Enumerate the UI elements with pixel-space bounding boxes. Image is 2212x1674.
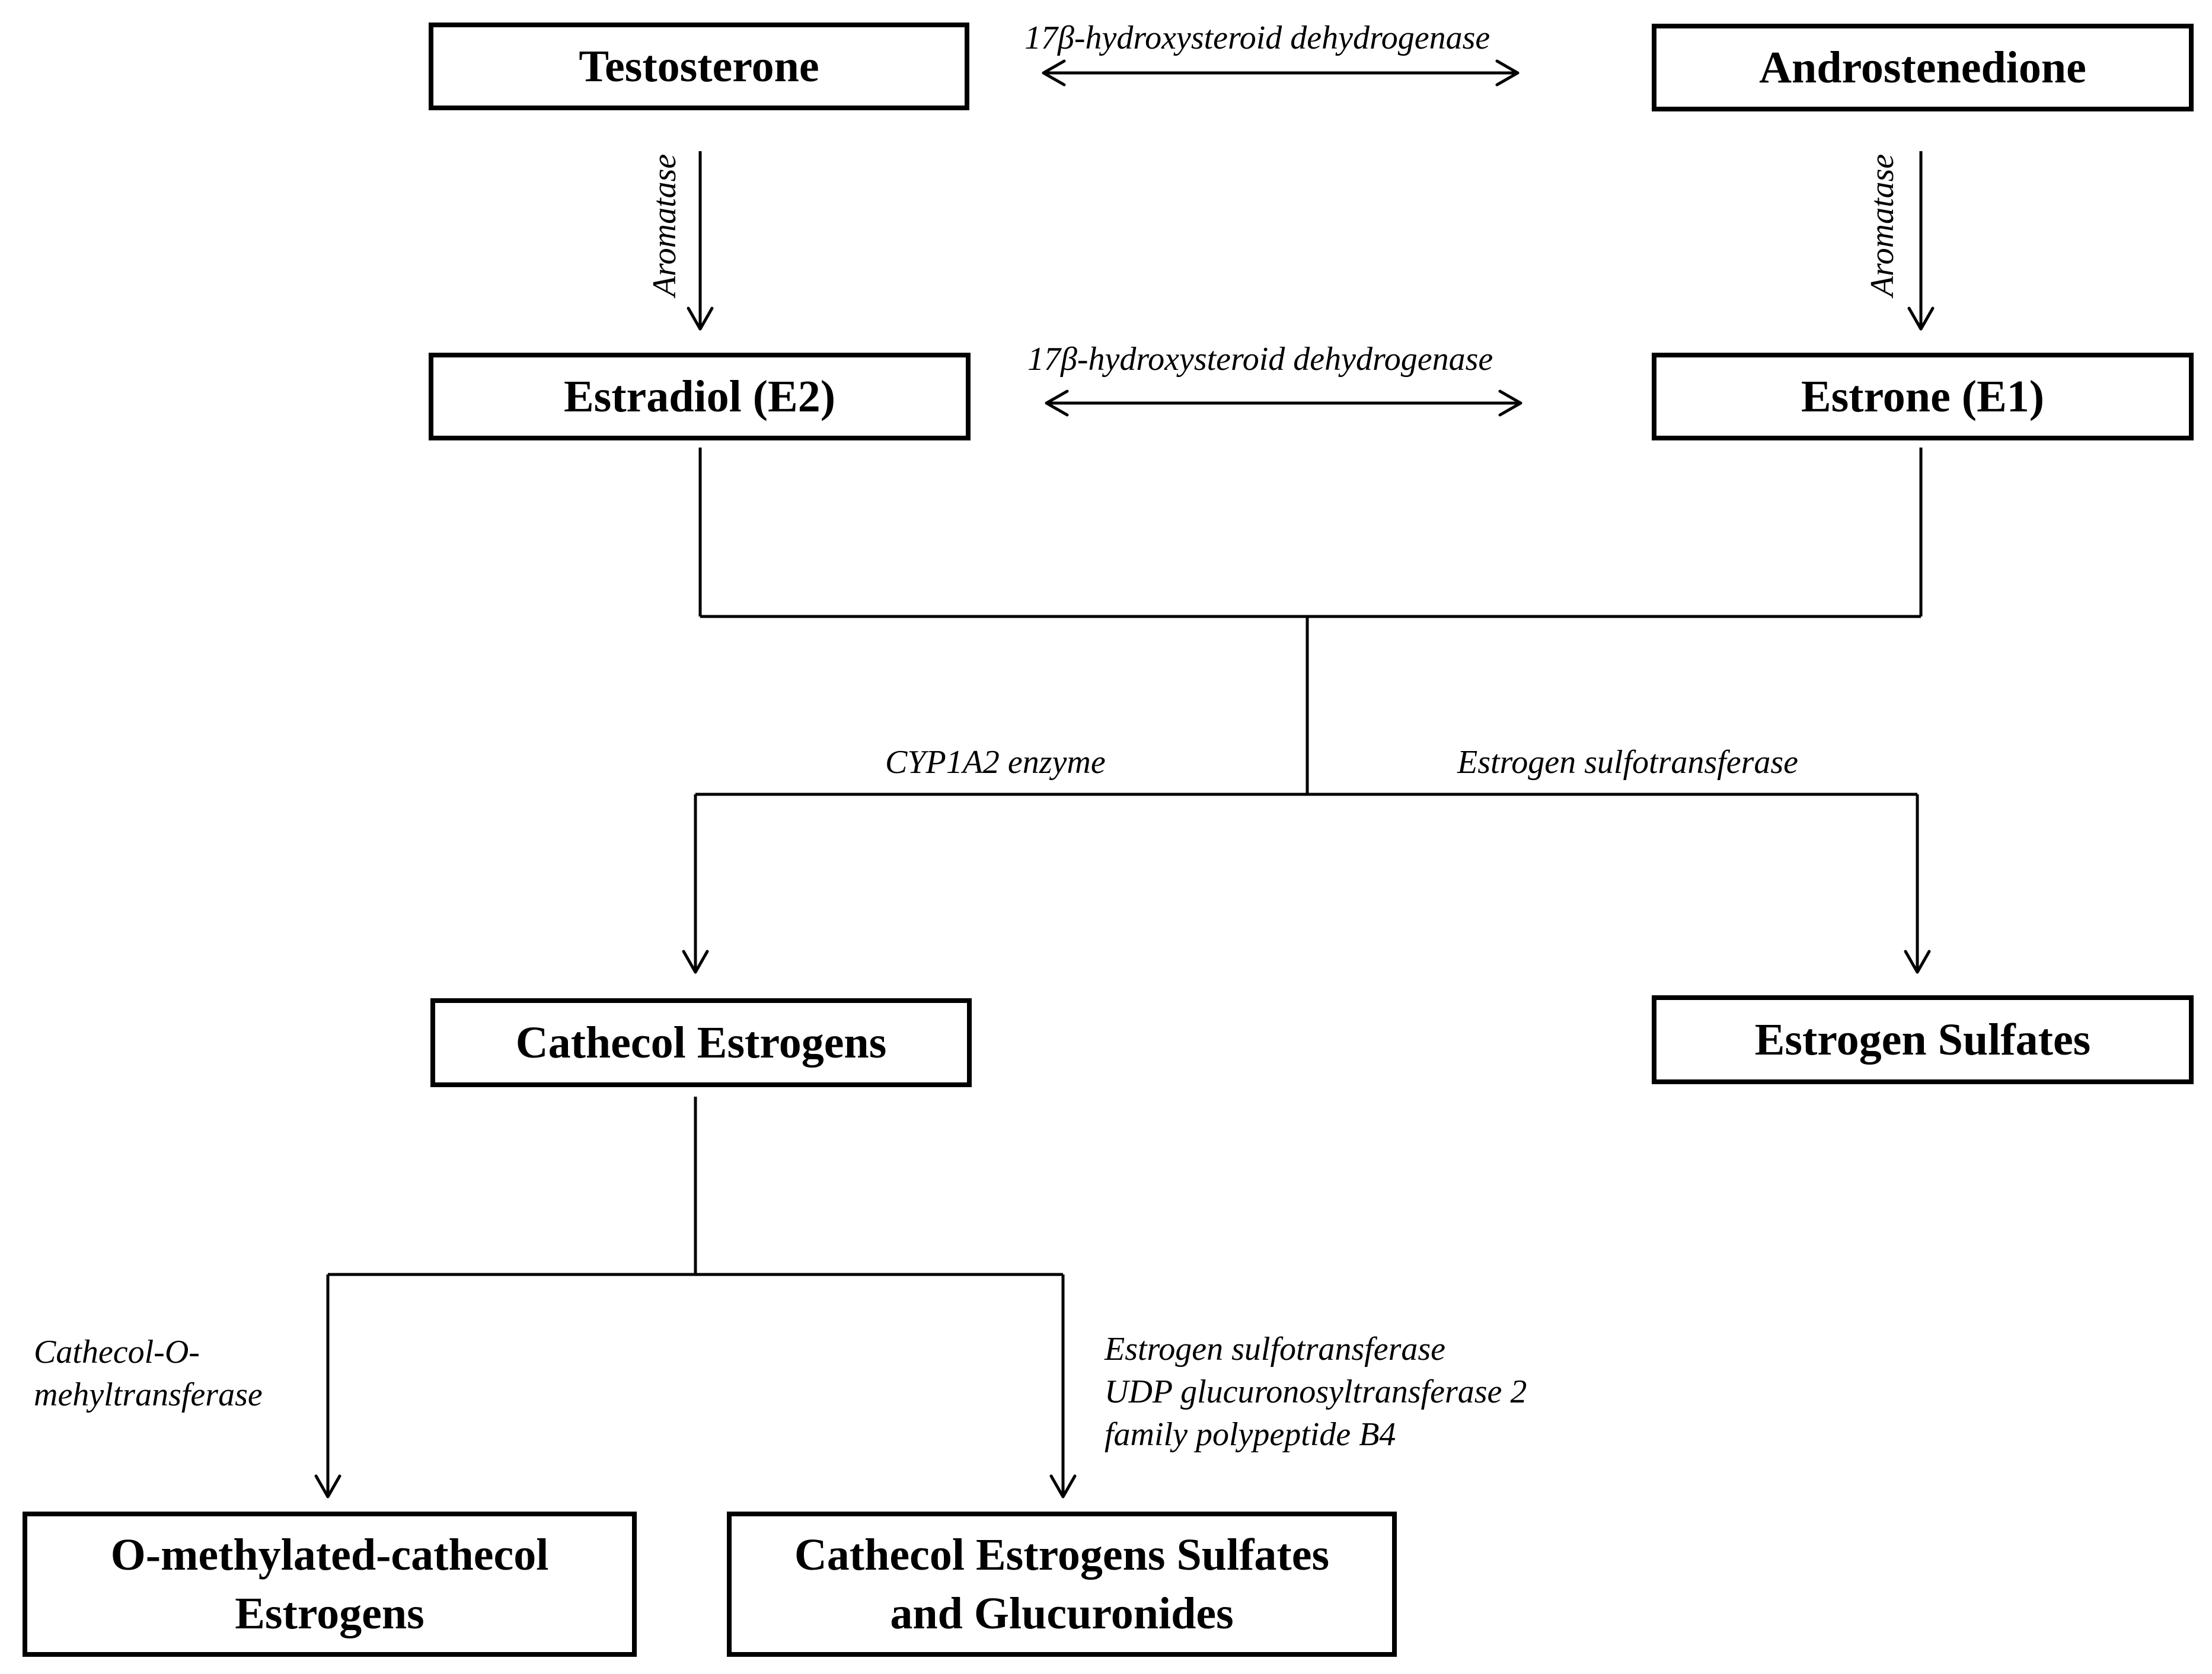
enzyme-label-comt-line1: Cathecol-O- [34, 1334, 200, 1370]
node-sulfates-glucuronides: Cathecol Estrogens Sulfates and Glucuron… [727, 1512, 1397, 1657]
node-estrone-label: Estrone (E1) [1801, 371, 2045, 421]
node-estradiol: Estradiol (E2) [429, 353, 971, 440]
node-testosterone-label: Testosterone [579, 41, 819, 91]
enzyme-label-conjugation-line3: family polypeptide B4 [1105, 1416, 1396, 1453]
node-o-methylated-line1: O-methylated-cathecol [110, 1529, 549, 1580]
node-cathecol-estrogens: Cathecol Estrogens [430, 998, 972, 1087]
node-testosterone: Testosterone [429, 23, 969, 110]
enzyme-label-conjugation-line2: UDP glucuronosyltransferase 2 [1105, 1373, 1527, 1410]
node-estradiol-label: Estradiol (E2) [563, 371, 836, 421]
node-androstenedione-label: Androstenedione [1759, 42, 2086, 92]
node-o-methylated-cathecol-estrogens: O-methylated-cathecol Estrogens [23, 1512, 637, 1657]
enzyme-label-conjugation: Estrogen sulfotransferase UDP glucuronos… [1105, 1328, 1527, 1456]
node-estrone: Estrone (E1) [1652, 353, 2194, 440]
node-cathecol-estrogens-label: Cathecol Estrogens [515, 1017, 887, 1068]
node-o-methylated-line2: Estrogens [235, 1588, 424, 1638]
node-androstenedione: Androstenedione [1652, 24, 2194, 111]
enzyme-label-comt: Cathecol-O- mehyltransferase [34, 1331, 263, 1416]
node-estrogen-sulfates: Estrogen Sulfates [1652, 995, 2194, 1084]
enzyme-label-hsd-middle: 17β-hydroxysteroid dehydrogenase [1027, 341, 1493, 378]
enzyme-label-aromatase-left: Aromatase [646, 154, 683, 297]
enzyme-label-cyp1a2: CYP1A2 enzyme [885, 744, 1106, 781]
enzyme-label-conjugation-line1: Estrogen sulfotransferase [1105, 1331, 1446, 1368]
enzyme-label-aromatase-right: Aromatase [1864, 154, 1901, 297]
node-sulfates-glucuronides-line1: Cathecol Estrogens Sulfates [794, 1529, 1330, 1580]
enzyme-label-sulfotransferase: Estrogen sulfotransferase [1457, 744, 1799, 781]
node-estrogen-sulfates-label: Estrogen Sulfates [1754, 1014, 2091, 1065]
enzyme-label-comt-line2: mehyltransferase [34, 1376, 263, 1413]
enzyme-label-hsd-top: 17β-hydroxysteroid dehydrogenase [1024, 20, 1490, 56]
node-sulfates-glucuronides-line2: and Glucuronides [890, 1588, 1234, 1638]
